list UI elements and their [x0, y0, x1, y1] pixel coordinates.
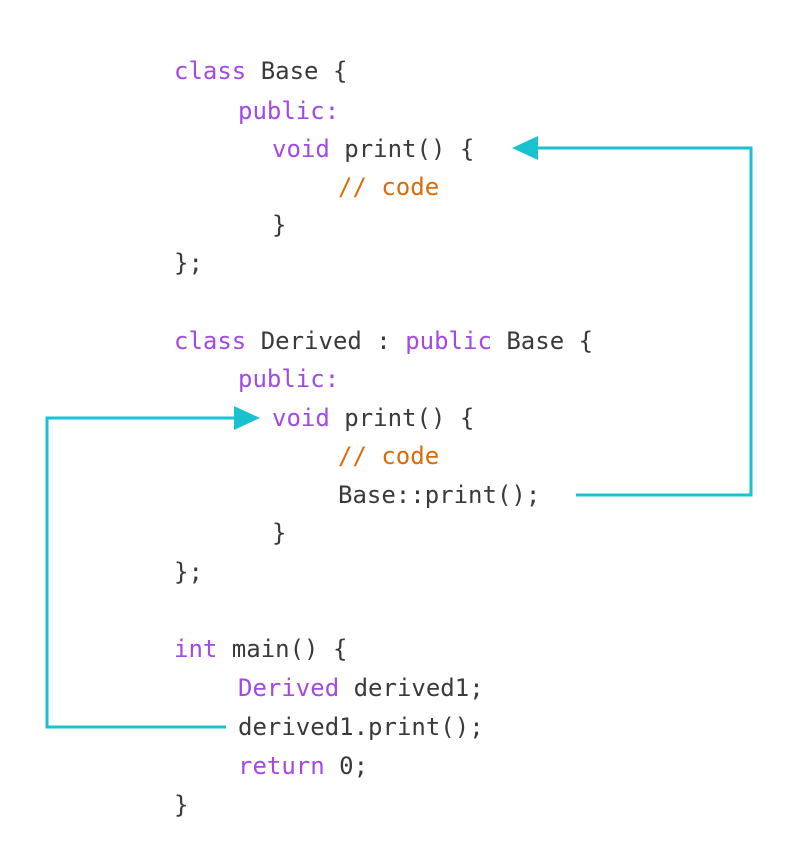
code-token-keyword: public	[405, 327, 492, 355]
derived-print-call-arrow	[45, 416, 236, 729]
code-token-comment: // code	[338, 442, 439, 470]
code-token-keyword: void	[272, 404, 330, 432]
code-token-default: };	[174, 249, 203, 277]
code-line-5: }	[272, 211, 286, 239]
code-token-keyword: public:	[238, 365, 339, 393]
code-token-default: }	[272, 519, 286, 547]
code-token-keyword: void	[272, 135, 330, 163]
code-line-18: derived1.print();	[238, 713, 484, 741]
code-line-8: class Derived : public Base {	[174, 327, 593, 355]
code-token-comment: // code	[338, 173, 439, 201]
code-line-13: }	[272, 519, 286, 547]
code-line-6: };	[174, 249, 203, 277]
code-line-2: public:	[238, 97, 339, 125]
code-line-14: };	[174, 558, 203, 586]
code-token-default: Base {	[246, 57, 347, 85]
code-token-default: derived1.print();	[238, 713, 484, 741]
code-token-default: Base {	[492, 327, 593, 355]
code-line-3: void print() {	[272, 135, 474, 163]
code-line-19: return 0;	[238, 752, 368, 780]
code-line-11: // code	[338, 442, 439, 470]
code-token-default: Base::print();	[338, 481, 540, 509]
code-line-4: // code	[338, 173, 439, 201]
code-token-default: }	[272, 211, 286, 239]
code-line-12: Base::print();	[338, 481, 540, 509]
derived-print-arrowhead	[234, 406, 260, 430]
code-token-default: }	[174, 791, 188, 819]
base-print-call-arrow	[538, 146, 753, 497]
code-token-keyword: public:	[238, 97, 339, 125]
code-token-default: };	[174, 558, 203, 586]
code-line-1: class Base {	[174, 57, 347, 85]
code-token-keyword: int	[174, 635, 217, 663]
code-token-default: derived1;	[339, 674, 484, 702]
code-token-default: main() {	[217, 635, 347, 663]
call-arrows	[45, 136, 753, 729]
code-line-16: int main() {	[174, 635, 347, 663]
code-token-default: print() {	[330, 135, 475, 163]
code-line-10: void print() {	[272, 404, 474, 432]
code-token-keyword: Derived	[238, 674, 339, 702]
code-token-keyword: return	[238, 752, 325, 780]
base-print-arrowhead	[512, 136, 538, 160]
code-line-20: }	[174, 791, 188, 819]
code-token-default: Derived :	[246, 327, 405, 355]
code-line-9: public:	[238, 365, 339, 393]
code-token-default: 0;	[325, 752, 368, 780]
code-token-default: print() {	[330, 404, 475, 432]
code-block: class Base { public: void print() { // code…	[174, 57, 593, 819]
code-token-keyword: class	[174, 57, 246, 85]
code-line-17: Derived derived1;	[238, 674, 484, 702]
code-token-keyword: class	[174, 327, 246, 355]
